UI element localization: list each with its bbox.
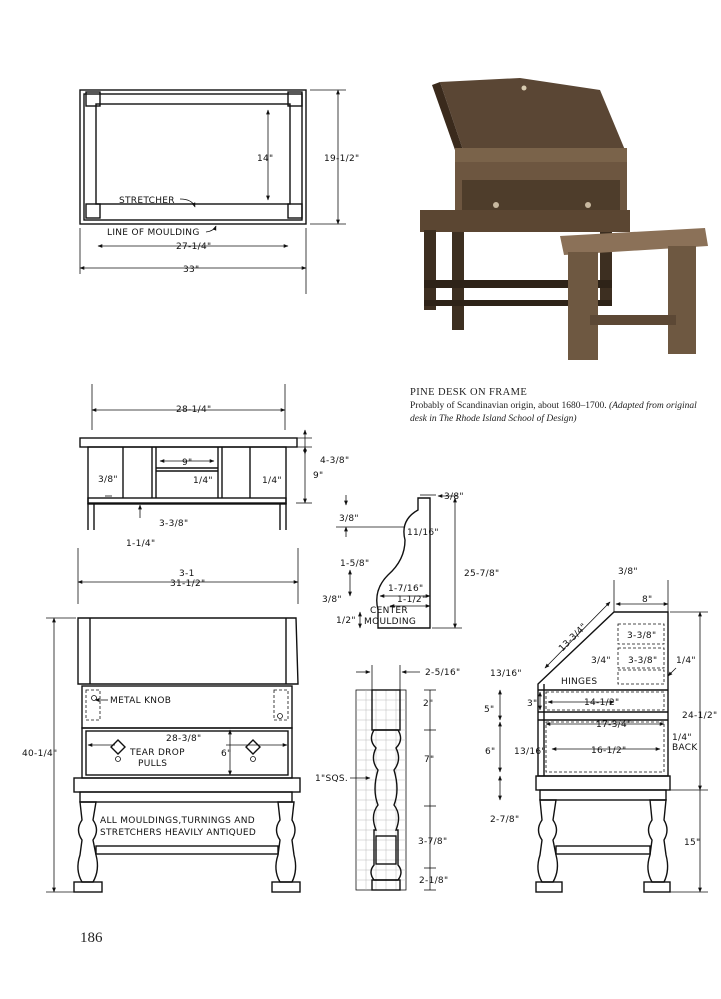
drawer-height: 6" <box>221 749 231 759</box>
caption-title: PINE DESK ON FRAME <box>410 387 528 398</box>
side-i: 17-3/4" <box>596 720 631 730</box>
top-width-inner: 27-1/4" <box>176 242 211 252</box>
side-f: 5" <box>484 705 494 715</box>
pigeonhole-width: 9" <box>182 458 192 468</box>
metal-knob-label: METAL KNOB <box>110 696 171 706</box>
front-height: 40-1/4" <box>22 749 57 759</box>
front-top-1: 3-1 <box>179 569 195 579</box>
interior-view-labels: 28-1/4" 4-3/8" 9" 9" 1/4" 1/4" 3/8" 3-3/… <box>98 405 349 549</box>
side-view-labels: 3/8" 8" 13-3/4" 3-3/8" 3-3/8" 3/4" 1/4" … <box>484 567 717 848</box>
moulding-f: 3/8" <box>322 595 342 605</box>
moulding-labels: 3/8" 3/8" 11/16" 1-5/8" 1-7/16" 1-1/2" 2… <box>322 492 499 627</box>
note-2: STRETCHERS HEAVILY ANTIQUED <box>100 828 256 838</box>
caption-plain: Probably of Scandinavian origin, about 1… <box>410 401 609 411</box>
moulding-height: 25-7/8" <box>464 569 499 579</box>
interior-base: 1-1/4" <box>126 539 155 549</box>
side-top: 3/8" <box>618 567 638 577</box>
side-m: 2-7/8" <box>490 815 519 825</box>
side-e: 13/16" <box>490 669 522 679</box>
side-total-height: 24-1/2" <box>682 711 717 721</box>
line-of-moulding-label: LINE OF MOULDING <box>107 228 200 238</box>
moulding-top: 3/8" <box>444 492 464 502</box>
moulding-c: 1-5/8" <box>340 559 369 569</box>
left-thick: 3/8" <box>98 475 118 485</box>
side-j: 6" <box>485 747 495 757</box>
top-width-overall: 33" <box>183 265 200 275</box>
hinges-label: HINGES <box>561 677 597 687</box>
top-view-drawing <box>79 89 346 294</box>
front-view-drawing <box>46 548 301 893</box>
leg-c: 3-7/8" <box>418 837 447 847</box>
leg-turning-labels: 2-5/16" 2" 7" 1"SQS. 3-7/8" 2-1/8" <box>315 668 460 886</box>
moulding-profile <box>336 494 462 629</box>
side-c: 3/4" <box>591 656 611 666</box>
top-view-labels: 14" 19-1/2" STRETCHER LINE OF MOULDING 2… <box>107 154 359 275</box>
side-l: 16-1/2" <box>591 746 626 756</box>
side-back-1: 1/4" <box>672 733 692 743</box>
leg-turning-drawing <box>350 665 436 891</box>
side-leg: 15" <box>684 838 701 848</box>
note-1: ALL MOULDINGS,TURNINGS AND <box>100 816 255 826</box>
divider-left: 1/4" <box>193 476 213 486</box>
drawer-width: 28-3/8" <box>166 734 201 744</box>
side-d: 1/4" <box>676 656 696 666</box>
side-back-2: BACK <box>672 743 698 753</box>
caption-text: Probably of Scandinavian origin, about 1… <box>410 400 700 426</box>
moulding-e: 1-1/2" <box>397 595 426 605</box>
interior-height: 9" <box>313 471 323 481</box>
side-depth: 8" <box>642 595 652 605</box>
side-k: 13/16" <box>514 747 546 757</box>
interior-height-top: 4-3/8" <box>320 456 349 466</box>
caption-italic: (Adapted from original desk in The Rhode… <box>410 401 697 424</box>
interior-width: 28-1/4" <box>176 405 211 415</box>
tear-drop-1: TEAR DROP <box>129 748 185 758</box>
moulding-d: 1-7/16" <box>388 584 423 594</box>
side-a: 3-3/8" <box>627 631 656 641</box>
side-g: 3" <box>527 699 537 709</box>
side-view-drawing <box>498 580 708 893</box>
page-number: 186 <box>80 930 103 946</box>
leg-d: 2-1/8" <box>419 876 448 886</box>
moulding-label-1: CENTER <box>370 606 408 616</box>
interior-view-drawing <box>79 384 312 530</box>
top-depth-overall: 19-1/2" <box>324 154 359 164</box>
desk-photo <box>412 72 710 368</box>
moulding-g: 1/2" <box>336 616 356 626</box>
front-top-2: 31-1/2" <box>170 579 205 589</box>
moulding-b: 11/16" <box>407 528 439 538</box>
leg-width: 2-5/16" <box>425 668 460 678</box>
interior-bottom: 3-3/8" <box>159 519 188 529</box>
side-slope: 13-3/4" <box>557 622 589 654</box>
stretcher-label: STRETCHER <box>119 196 175 206</box>
leg-a: 2" <box>423 699 433 709</box>
front-view-labels: 3-1 31-1/2" 40-1/4" METAL KNOB 28-3/8" T… <box>22 569 256 838</box>
moulding-a: 3/8" <box>339 514 359 524</box>
moulding-label-2: MOULDING <box>364 617 416 627</box>
divider-right: 1/4" <box>262 476 282 486</box>
leg-b: 7" <box>424 755 434 765</box>
top-depth-inner: 14" <box>257 154 274 164</box>
side-h: 14-1/2" <box>584 698 619 708</box>
side-b: 3-3/8" <box>628 656 657 666</box>
leg-sqs: 1"SQS. <box>315 774 348 784</box>
tear-drop-2: PULLS <box>138 759 167 769</box>
